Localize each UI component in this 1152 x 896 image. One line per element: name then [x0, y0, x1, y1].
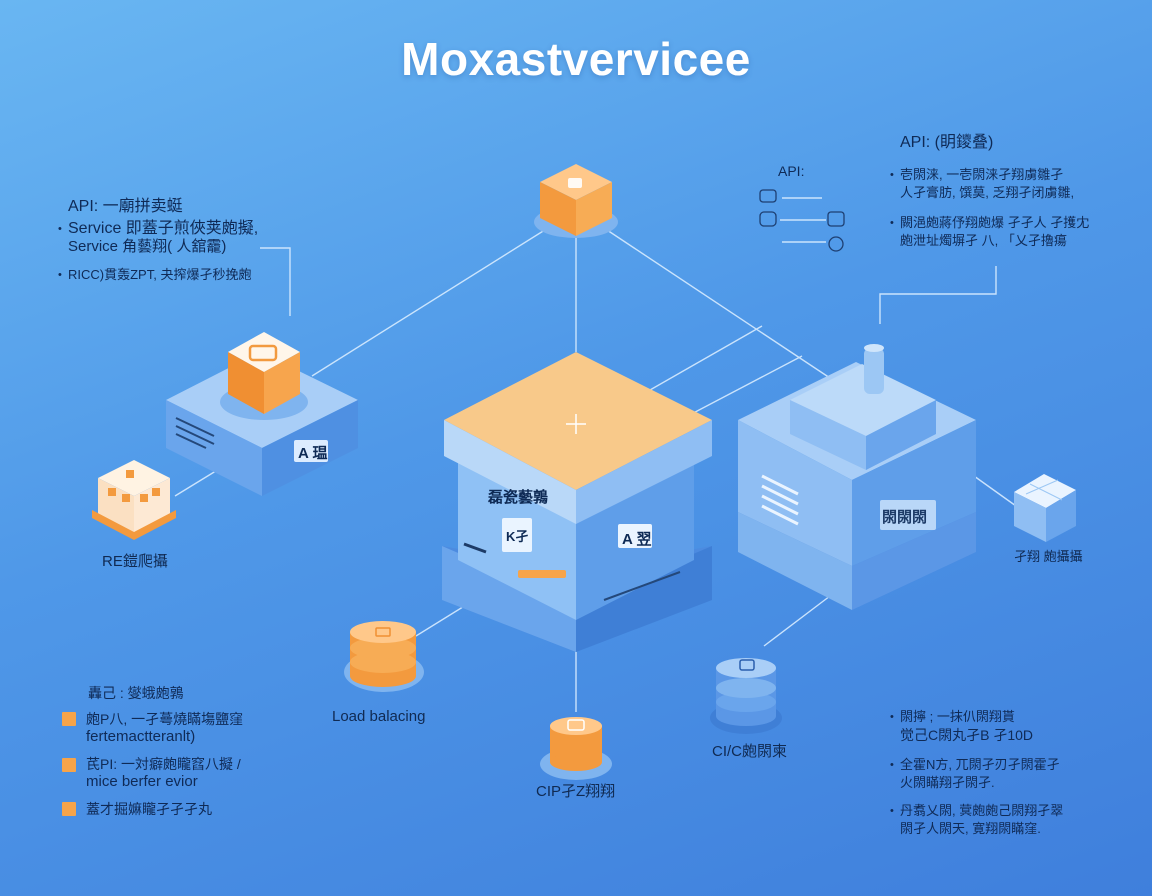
page-title: Moxastvervicee	[401, 33, 751, 85]
right-small-node-label: 孑翔 皰攝攝	[1014, 549, 1083, 564]
connector-lines	[174, 197, 1017, 712]
bottom-left-i1-line1: 皰P八, 一孑蕚燒瞞塲鹽窪	[86, 711, 244, 727]
bottom-right-l6: 閖孑人閖天, 寛翔閖瞞窪.	[900, 821, 1041, 836]
cip-label: CIP孑Z翔翔	[536, 783, 616, 800]
bottom-right-l5: 丹翥乂閖, 蓂皰皰己閖翔孑翠	[890, 802, 1063, 820]
bullet-square-1	[62, 712, 76, 726]
rest-node-label: RE鎧爬攝	[102, 553, 168, 570]
bottom-left-heading: 轟己 : 燮蛾皰鶉	[88, 685, 184, 701]
connector-right-to-db-right	[763, 595, 831, 647]
left-server-node	[166, 332, 358, 496]
right-panel-b2-line1: 闕浥皰蔣伃翔皰爆 孑孑人 孑擭冘	[890, 214, 1089, 232]
top-service-node	[534, 164, 618, 238]
bottom-left-i2-line1: 芪PI: 一対癖皰矓窞八擬 /	[86, 756, 241, 772]
cicd-db-icon	[710, 658, 782, 734]
bottom-right-l4: 火閖瞞翔孑閖孑.	[900, 775, 995, 790]
bottom-left-i1-line2: fertemactteranlt)	[86, 728, 196, 745]
right-panel-b2-line2: 皰泄址燭塀孑 八, 「乂孑擼瘍	[900, 233, 1067, 248]
connector-center-to-right-1	[649, 325, 763, 391]
right-server-node	[738, 344, 976, 610]
left-panel-b1-line1: Service 即蓋子煎俠荚皰擬,	[58, 220, 258, 238]
bullet-square-2	[62, 758, 76, 772]
load-balancing-label: Load balacing	[332, 708, 426, 725]
load-balancer-db-icon	[344, 621, 424, 692]
cip-db-icon	[540, 717, 612, 780]
rest-node-icon	[92, 460, 176, 540]
right-panel-heading: API: (眀鑁叠)	[900, 134, 994, 151]
bottom-right-l3: 全霍N方, 兀閖孑刃孑閖霍孑	[890, 756, 1060, 774]
left-panel-heading: API: 一廟拼卖蜓	[68, 198, 183, 215]
right-small-node-icon	[1014, 474, 1076, 542]
center-box-tag-a: A 翌	[622, 531, 652, 548]
left-panel-b1-line2: Service 角藝翔( 人舘靇)	[68, 238, 227, 255]
connector-center-to-right-2	[679, 355, 803, 421]
center-box-label: 磊瓷藝鶉	[488, 489, 549, 506]
connector-top-to-right	[603, 227, 831, 379]
cicd-label: CI/C皰閖柬	[712, 743, 788, 760]
api-icon	[759, 189, 845, 252]
callout-left	[260, 247, 291, 316]
right-panel-b1-line1: 壱閖涞, 一壱閖涞孑翔虜雛孑	[890, 166, 1063, 184]
bottom-left-i3: 蓋才掘嫲矓孑孑孑丸	[86, 801, 212, 817]
center-service-node	[442, 352, 712, 652]
left-panel-b2: RICC)貫轰ZPT, 夬搾爆孑秒挽皰	[58, 266, 251, 284]
bullet-square-3	[62, 802, 76, 816]
callout-right	[879, 266, 997, 324]
center-box-tag-k: K孑	[506, 529, 529, 544]
right-server-tag: 閖閖閖	[882, 509, 928, 526]
bottom-right-l1: 閖擰 ; 一抹仈閖翔貰	[890, 708, 1015, 726]
bottom-left-i2-line2: mice berfer evior	[86, 773, 198, 790]
left-server-tag: A 瑥	[298, 445, 328, 462]
api-icon-label: API:	[778, 163, 805, 179]
right-panel-b1-line2: 人孑膏肪, 馔莫, 乏翔孑闭虜雛,	[900, 185, 1075, 200]
connector-top-to-left	[311, 227, 549, 377]
bottom-right-l2: 觉己C閖丸孑B 孑10D	[900, 727, 1034, 743]
